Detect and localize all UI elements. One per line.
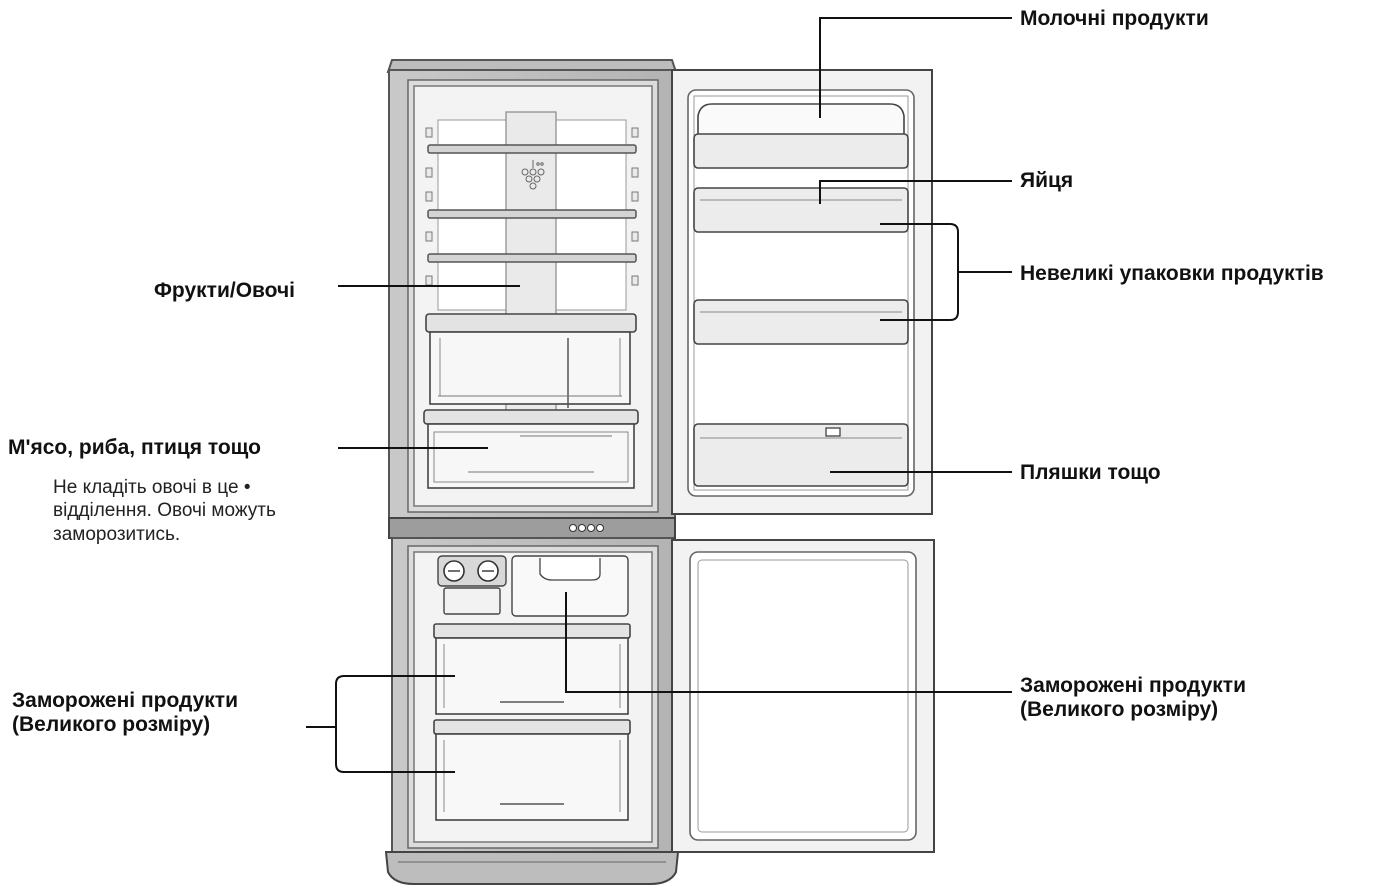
glass-shelves — [427, 144, 637, 263]
label-small-packages: Невеликі упаковки продуктів — [1020, 262, 1324, 285]
lower-door — [671, 539, 935, 853]
label-meat-fish: М'ясо, риба, птиця тощо — [8, 436, 261, 459]
control-panel-dots — [569, 524, 604, 532]
freezer-compartment — [384, 537, 680, 885]
freezer-drawer-upper — [433, 623, 631, 715]
label-dairy: Молочні продукти — [1020, 7, 1209, 30]
leader-frozen-right — [565, 592, 1012, 693]
door-bin-middle — [693, 299, 909, 345]
leader-small-packages — [880, 223, 1012, 321]
ice-bin — [511, 555, 629, 617]
meat-note-line-2: відділення. Овочі можуть — [53, 500, 276, 521]
leader-lines — [306, 17, 1012, 773]
shelf-rail-tabs — [425, 127, 639, 286]
door-bin-eggs — [693, 187, 909, 233]
label-frozen-left-2: (Великого розміру) — [12, 713, 211, 736]
label-bottles: Пляшки тощо — [1020, 461, 1161, 484]
leader-dairy — [819, 17, 1012, 118]
label-eggs: Яйця — [1020, 169, 1074, 192]
label-frozen-right-1: Заморожені продукти — [1020, 674, 1246, 697]
grape-icon — [521, 160, 545, 190]
freezer-drawer-lower — [433, 719, 631, 821]
control-panel — [388, 517, 676, 539]
chiller-drawer — [423, 409, 639, 489]
ice-tray-twist — [437, 555, 507, 615]
leader-frozen-left — [306, 675, 455, 773]
crisper-drawer — [425, 313, 637, 408]
meat-note-line-3: заморозитись. — [53, 524, 181, 545]
label-fruit-veg: Фрукти/Овочі — [154, 279, 295, 302]
meat-note-line-1: Не кладіть овочі в це • — [53, 477, 251, 498]
label-frozen-left-1: Заморожені продукти — [12, 689, 238, 712]
door-bin-bottles — [693, 423, 909, 487]
door-bin-dairy — [693, 103, 909, 169]
leader-eggs — [819, 180, 1012, 204]
label-frozen-right-2: (Великого розміру) — [1020, 698, 1219, 721]
